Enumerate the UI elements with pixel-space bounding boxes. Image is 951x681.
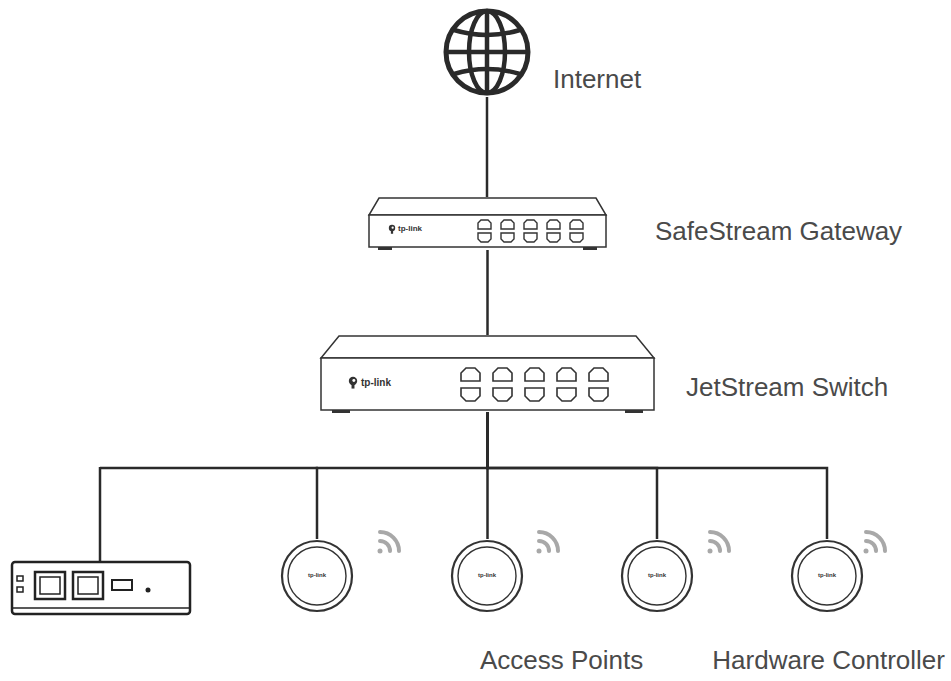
ethernet-port	[501, 233, 514, 242]
connector-line	[488, 412, 658, 539]
device-front	[321, 358, 654, 410]
ethernet-port	[493, 388, 512, 401]
ethernet-port	[589, 368, 608, 381]
wifi-arc	[380, 532, 399, 551]
ethernet-port	[570, 220, 583, 229]
ethernet-port	[478, 220, 491, 229]
access-point: tp-link	[450, 539, 524, 613]
controller-body	[12, 562, 190, 614]
wifi-arc	[539, 541, 549, 551]
wifi-arc	[866, 541, 876, 551]
ethernet-port	[524, 220, 537, 229]
controller-led	[17, 576, 23, 581]
access-point-ring	[458, 547, 516, 605]
connector-line	[317, 412, 488, 539]
access-point-ring	[288, 547, 346, 605]
device-label: SafeStream Gateway	[655, 217, 902, 247]
ethernet-port	[73, 572, 103, 599]
device-foot	[625, 410, 643, 413]
access-point-ring	[628, 547, 686, 605]
logo-icon	[392, 227, 394, 229]
wifi-arc	[710, 532, 729, 551]
controller-edge	[13, 607, 189, 609]
brand-logo: tp-link	[478, 572, 496, 579]
ethernet-port	[78, 577, 98, 594]
wifi-arc	[539, 532, 558, 551]
ethernet-port	[35, 572, 65, 599]
access-point-ring	[798, 547, 856, 605]
access-point-body	[452, 541, 522, 611]
device-front	[369, 215, 606, 247]
wifi-arc	[866, 532, 885, 551]
ethernet-port	[547, 220, 560, 229]
caption-label: Hardware Controller	[712, 645, 945, 675]
device-foot	[583, 247, 597, 250]
ethernet-port	[525, 368, 544, 381]
usb-port	[112, 580, 132, 590]
access-point-body	[622, 541, 692, 611]
internet-globe: Internet	[442, 7, 532, 97]
logo-icon	[352, 381, 355, 389]
wifi-arc	[710, 541, 720, 551]
access-point-body	[792, 541, 862, 611]
ethernet-port	[557, 388, 576, 401]
ethernet-port	[589, 388, 608, 401]
brand-logo: tp-link	[818, 572, 836, 579]
device-foot	[378, 247, 392, 250]
wifi-arc	[380, 541, 390, 551]
connector-line	[486, 97, 489, 197]
internet-globe-shape	[442, 7, 532, 97]
globe-parallel	[454, 69, 520, 74]
logo-icon	[352, 379, 355, 382]
access-point: tp-link	[620, 539, 694, 613]
reset-button	[146, 588, 151, 593]
wifi-dot	[537, 549, 542, 554]
gateway-device: tp-linkSafeStream Gateway	[368, 197, 607, 250]
device-label: Internet	[553, 65, 641, 95]
device-top	[369, 198, 606, 215]
globe-outline	[446, 11, 528, 93]
connector-line	[488, 412, 828, 539]
connector-line	[486, 250, 489, 335]
ethernet-port	[461, 388, 480, 401]
wifi-dot	[708, 549, 713, 554]
device-top	[321, 336, 654, 358]
switch-device-shape	[320, 335, 655, 412]
caption-label: Access Points	[480, 645, 643, 675]
ethernet-port	[547, 233, 560, 242]
controller-led	[17, 587, 23, 592]
ethernet-port	[493, 368, 512, 381]
bus-wire	[100, 467, 318, 470]
globe-parallel	[446, 50, 528, 55]
ethernet-port	[40, 577, 60, 594]
wifi-dot	[378, 549, 383, 554]
ethernet-port	[501, 220, 514, 229]
globe-parallel	[454, 30, 520, 35]
ethernet-port	[524, 233, 537, 242]
brand-logo: tp-link	[398, 224, 422, 233]
switch-device: tp-linkJetStream Switch	[320, 335, 655, 412]
ethernet-port	[478, 233, 491, 242]
controller-wire	[99, 467, 102, 562]
device-foot	[332, 410, 350, 413]
gateway-device-shape	[368, 197, 607, 250]
device-label: JetStream Switch	[686, 373, 888, 403]
access-point: tp-link	[790, 539, 864, 613]
ethernet-port	[570, 233, 583, 242]
brand-logo: tp-link	[648, 572, 666, 579]
ethernet-port	[557, 368, 576, 381]
ethernet-port	[461, 368, 480, 381]
wifi-dot	[864, 549, 869, 554]
access-point-body	[282, 541, 352, 611]
ethernet-port	[525, 388, 544, 401]
access-point: tp-link	[280, 539, 354, 613]
brand-logo: tp-link	[308, 572, 326, 579]
logo-icon	[391, 228, 393, 234]
brand-logo: tp-link	[361, 377, 391, 389]
